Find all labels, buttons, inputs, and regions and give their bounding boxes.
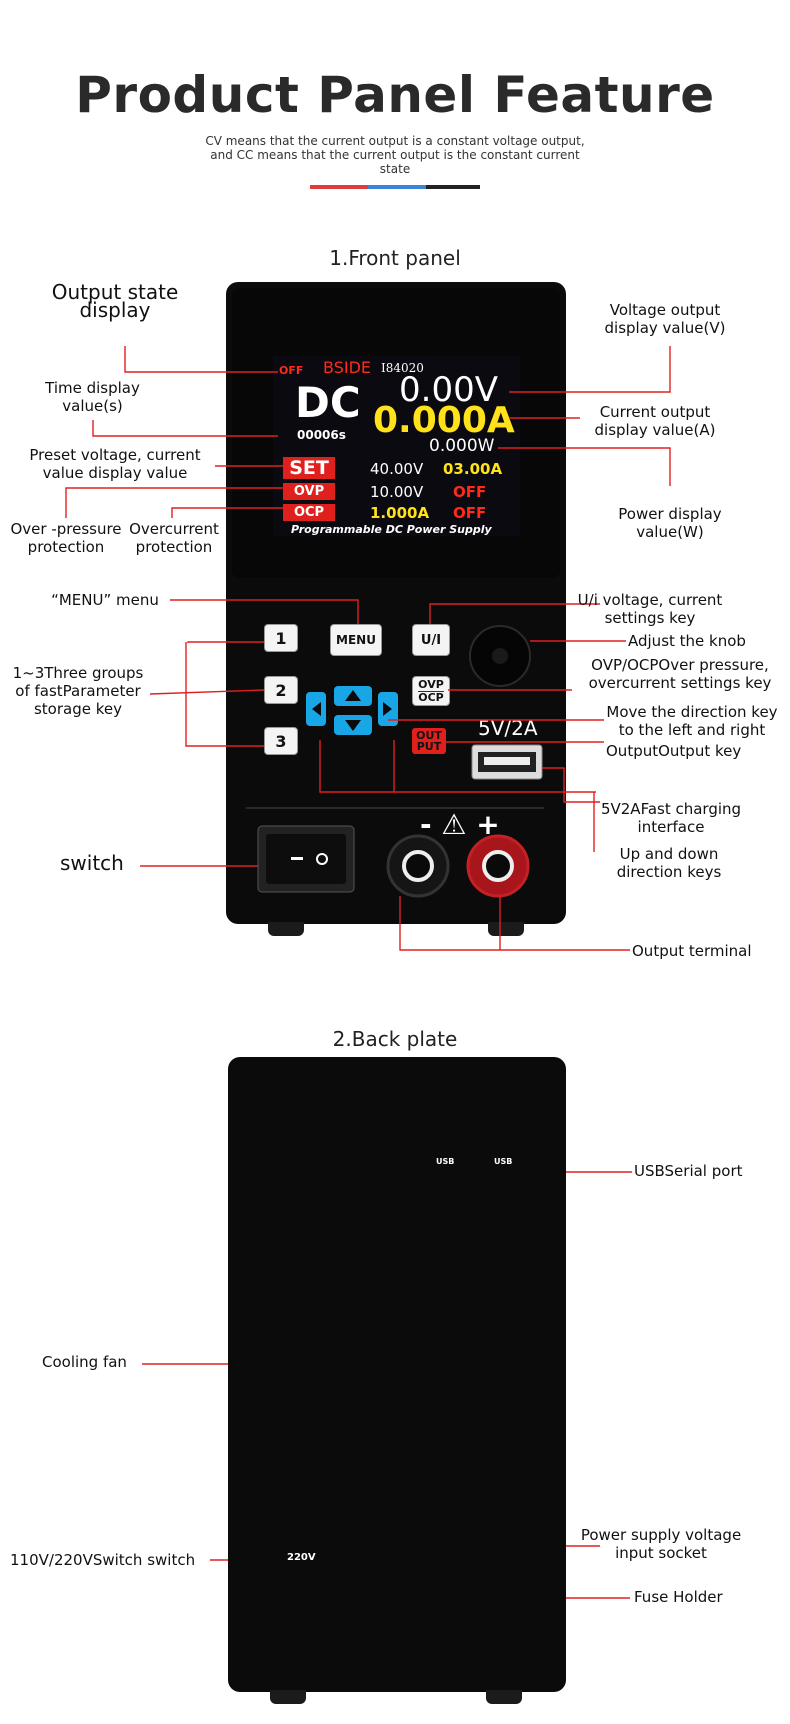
ocp-key-label: OCP [418,690,444,704]
label-knob: Adjust the knob [628,632,746,650]
page-title: Product Panel Feature [75,66,715,124]
positive-terminal-hole [482,850,514,882]
output-button-line1: OUT [416,729,442,742]
ovp-value: 10.00V [370,483,424,501]
label-current-output: Current output display value(A) [594,403,716,439]
label-lr-keys: Move the direction key to the left and r… [606,703,778,739]
label-output-terminal: Output terminal [632,942,752,960]
direction-pad[interactable] [306,686,398,735]
label-usb-serial: USBSerial port [634,1162,743,1180]
front-section-title: 1.Front panel [329,246,461,270]
label-ud-keys: Up and down direction keys [616,845,722,881]
ocp-label: OCP [283,504,335,521]
leader-lines [65,346,671,1599]
usb-text-left: USB [436,1157,455,1166]
ovp-label: OVP [283,483,335,500]
down-arrow-icon [345,720,361,731]
ovp-ocp-button[interactable]: OVP OCP [412,676,450,706]
screen-footer: Programmable DC Power Supply [291,523,492,536]
label-power-socket: Power supply voltage input socket [580,1526,742,1562]
power-value: 0.000W [429,436,495,456]
back-section-title: 2.Back plate [332,1027,458,1051]
output-button-line2: PUT [416,740,442,753]
divider-blue [368,185,426,189]
mode-text: DC [295,378,361,427]
memory-key-3[interactable]: 3 [264,727,298,755]
label-power-display: Power display value(W) [618,505,722,541]
label-voltage-output: Voltage output display value(V) [604,301,726,337]
right-arrow-icon [383,702,392,716]
label-cooling-fan: Cooling fan [42,1353,127,1371]
set-voltage: 40.00V [370,460,424,478]
label-fast-charge: 5V2AFast charging interface [600,800,742,836]
current-value: 0.000A [373,400,515,441]
label-ui-key: U/i voltage, current settings key [577,591,723,627]
device-foot [268,922,304,936]
memory-key-1[interactable]: 1 [264,624,298,652]
divider-black [426,185,480,189]
label-switch: switch [60,851,124,875]
model-text: I84020 [381,361,424,375]
left-arrow-icon [312,702,321,716]
label-voltage-switch: 110V/220VSwitch switch [10,1551,196,1569]
time-text: 00006s [297,428,346,442]
ocp-value: 1.000A [370,504,430,522]
label-output-state: Output state display [51,280,179,322]
back-plate-device [228,1057,566,1692]
usb-text-right: USB [494,1157,513,1166]
brand-text: BSIDE [323,358,371,377]
label-storage-keys: 1~3Three groups of fastParameter storage… [12,664,144,718]
ovp-state: OFF [453,483,487,501]
usb-port-tongue [484,757,530,765]
label-menu: “MENU” menu [51,591,159,609]
label-ovp-ocp: OVP/OCPOver pressure, overcurrent settin… [588,656,772,692]
label-preset: Preset voltage, current value display va… [29,446,201,482]
divider-red [310,185,368,189]
label-over-pressure: Over -pressure protection [10,520,122,556]
switch-off-mark [291,857,303,860]
ovp-key-label: OVP [418,677,444,691]
page-subtitle: CV means that the current output is a co… [205,134,585,176]
knob-center [492,648,508,664]
set-current: 03.00A [443,460,503,478]
ui-button[interactable]: U/I [412,624,450,656]
negative-terminal-hole [402,850,434,882]
menu-button[interactable]: MENU [330,624,382,656]
label-overcurrent: Overcurrent protection [129,520,219,556]
terminal-symbols: - ⚠ + [420,808,500,841]
device-foot [486,1690,522,1704]
output-state-text: OFF [279,364,304,377]
ocp-state: OFF [453,504,487,522]
switch-on-mark [316,853,328,865]
output-button[interactable]: OUT PUT [412,728,446,754]
label-output-key: OutputOutput key [606,742,742,760]
label-fuse-holder: Fuse Holder [634,1588,723,1606]
voltage-switch-text: 220V [287,1552,316,1563]
device-foot [488,922,524,936]
label-time-display: Time display value(s) [45,379,140,415]
power-switch-rocker [266,834,346,884]
voltage-value: 0.00V [399,370,498,410]
device-foot [270,1690,306,1704]
up-arrow-icon [345,690,361,701]
set-label: SET [283,457,335,479]
lcd-screen: OFF BSIDE I84020 DC 00006s 0.00V 0.000A … [273,356,520,536]
memory-key-2[interactable]: 2 [264,676,298,704]
